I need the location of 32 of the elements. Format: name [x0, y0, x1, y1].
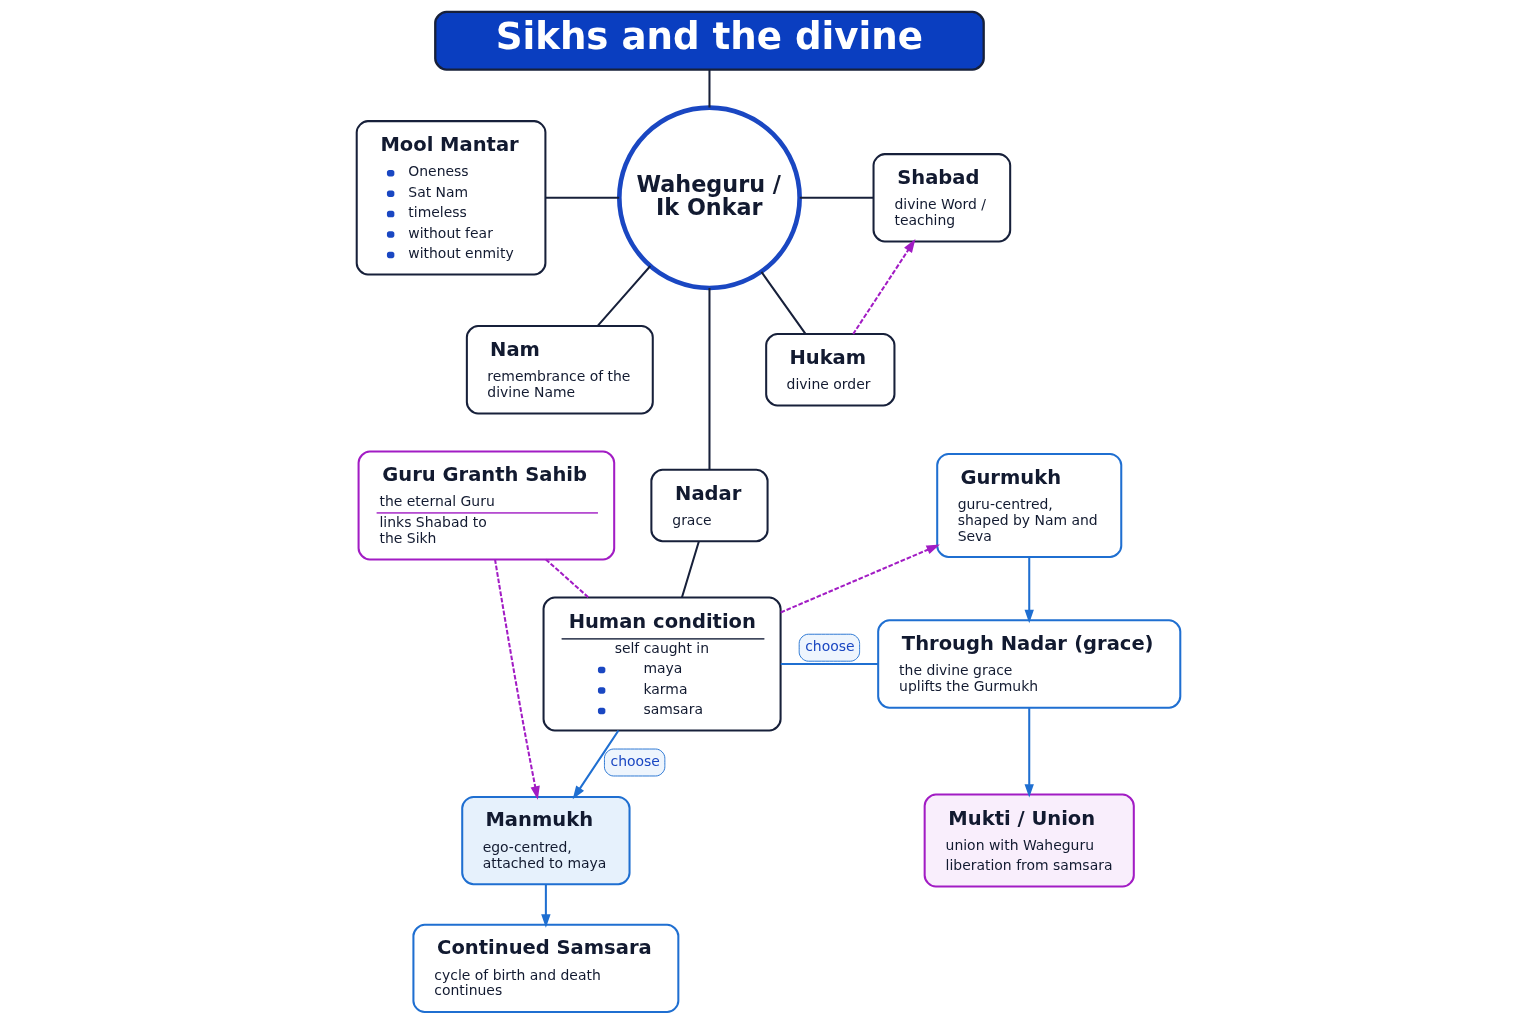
node-box: Sikhs and the divine: [433, 10, 985, 71]
edge-label: choose: [609, 753, 660, 770]
connector: [799, 196, 873, 199]
connector: [780, 662, 878, 665]
node-box: Guru Granth Sahib the eternal Guru links Shabad to the Sikh: [357, 450, 615, 561]
connector: [544, 196, 619, 199]
node-box: Manmukh ego-centred, attached to maya: [460, 795, 631, 886]
node-box: Human condition self caught in maya karma samsara: [542, 596, 782, 732]
connector: [680, 541, 700, 598]
arrow: [779, 544, 940, 614]
connector: [707, 288, 710, 470]
node-box: Continued Samsara cycle of birth and death continues: [411, 923, 679, 1014]
arrow: [1024, 708, 1034, 798]
arrow: [540, 884, 551, 928]
connector: [544, 558, 589, 599]
node-circle: Waheguru / Ik Onkar: [616, 105, 802, 291]
arrow: [493, 559, 540, 800]
node-box: Shabad divine Word / teaching: [872, 153, 1011, 243]
connector: [596, 265, 651, 327]
connector: [707, 69, 710, 108]
node-box: Mool Mantar Oneness Sat Nam timeless without fear without enmity: [355, 120, 546, 276]
node-box: Nam remembrance of the divine Name: [465, 325, 654, 415]
arrow: [851, 239, 915, 335]
node-box: Hukam divine order: [764, 332, 895, 407]
node-box: Mukti / Union union with Waheguru liberation from samsara: [923, 793, 1135, 888]
node-box: Gurmukh guru-centred, shaped by Nam and Seva: [935, 452, 1122, 559]
arrow: [572, 729, 619, 800]
edge-label: choose: [804, 638, 855, 655]
node-box: Through Nadar (grace) the divine grace uplifts the Gurmukh: [876, 619, 1181, 709]
connector: [760, 271, 806, 335]
node-box: Nadar grace: [649, 468, 769, 543]
arrow: [1024, 557, 1034, 624]
